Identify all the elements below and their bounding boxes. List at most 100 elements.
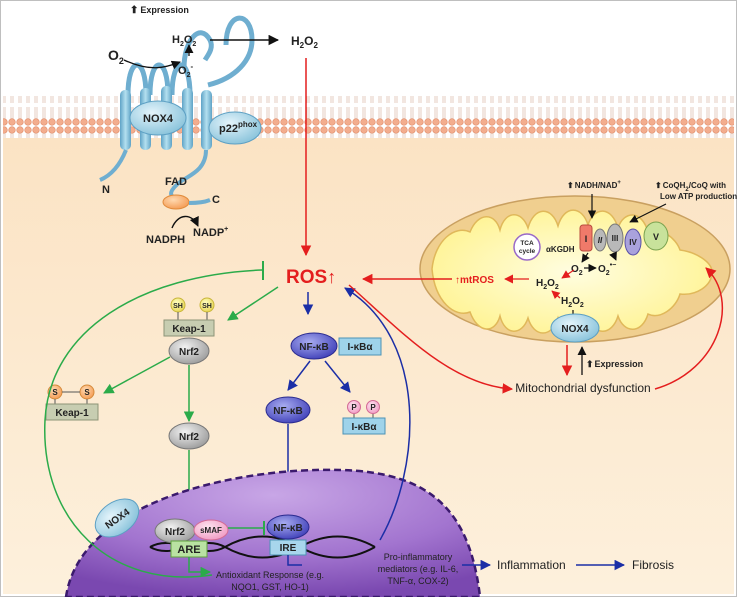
tca-label-2: cycle <box>519 248 536 255</box>
nadp-label: NADP+ <box>193 226 228 239</box>
are-to-antioxidant-arrow <box>188 557 212 578</box>
keap1-oxidized-label: Keap-1 <box>55 408 89 419</box>
p-node-2 <box>366 400 380 414</box>
mito-o2-label: O2 <box>571 264 583 277</box>
nadh-up-icon: ⬆ <box>567 181 574 190</box>
mitochondrion: ⬆NADH/NAD+ ⬆CoQH2/CoQ with Low ATP produ… <box>419 180 737 343</box>
nrf2-free-label: Nrf2 <box>179 432 199 443</box>
keap1-nrf2-pathway: SH SH Keap-1 Nrf2 S S Keap-1 Nrf2 <box>45 286 279 521</box>
ikba-phosphorylation-arrow <box>324 360 351 393</box>
keap1-box <box>163 319 215 337</box>
nfkb-to-ros-feedback <box>344 287 411 541</box>
fad-label: FAD <box>165 176 187 188</box>
nrf2-bound-label: Nrf2 <box>179 347 199 358</box>
ire-label: IRE <box>280 543 297 554</box>
tca-cycle-node <box>513 233 541 261</box>
nox4-membrane-label: NOX4 <box>143 113 174 125</box>
o2-label: O2 <box>108 47 124 66</box>
mito-expression-label: ⬆Expression <box>586 359 643 369</box>
antioxidant-line2: NQO1, GST, HO-1) <box>231 582 309 592</box>
nrf2-nuclear-label: Nrf2 <box>165 527 185 538</box>
smaf-node <box>193 519 229 541</box>
p22phox-label: p22phox <box>219 120 258 135</box>
nox4-helix-4 <box>182 88 193 150</box>
akgdh-label: αKGDH <box>546 245 575 254</box>
antioxidant-inhibits-ros <box>44 269 263 578</box>
keap1-oxidation-arrow <box>103 356 171 394</box>
mito-nox4-node <box>550 313 600 343</box>
ros-label: ROS↑ <box>286 267 336 288</box>
p22phox-node <box>208 111 262 145</box>
sh-label-2: SH <box>202 303 212 310</box>
s-label-1: S <box>52 388 58 397</box>
h2o2-outer-label: H2O2 <box>291 34 318 50</box>
complex-iii-label: III <box>612 234 619 243</box>
nox4-nuclear-node <box>94 498 140 538</box>
nucleus: NOX4 Nrf2 sMAF ARE NF-κB IRE Antioxidant… <box>64 468 482 597</box>
plasma-membrane <box>3 96 734 138</box>
tca-label-1: TCA <box>520 240 534 247</box>
c-terminus-label: C <box>212 194 220 206</box>
ikba-phospho-label: I-κBα <box>351 422 377 433</box>
keap1-label: Keap-1 <box>172 324 206 335</box>
nadph-conversion-arrow <box>171 215 199 229</box>
smaf-label: sMAF <box>200 526 222 535</box>
nfkb-bound-label: NF-κB <box>299 342 328 353</box>
membrane-expression-label: ⬆Expression <box>130 5 189 16</box>
dysfunction-to-mito-feedback <box>654 267 723 390</box>
nfkb-free-label: NF-κB <box>273 406 302 417</box>
p-node-1 <box>347 400 361 414</box>
ikba-phospho-box <box>342 417 386 435</box>
complex-ii <box>593 228 607 252</box>
h2o2-inner-label: H2O2 <box>172 34 196 48</box>
expression-up-icon: ⬆ <box>130 5 138 16</box>
p-label-2: P <box>370 403 376 412</box>
coq-label-2: Low ATP production <box>660 192 737 201</box>
antioxidant-line1: Antioxidant Response (e.g. <box>216 570 324 580</box>
complex-i <box>579 224 593 252</box>
ros-to-dysfunction-arrow <box>348 284 514 394</box>
proinflam-line2: mediators (e.g. IL-6, <box>378 564 459 574</box>
mito-superoxide-label: O2•− <box>598 262 616 277</box>
fibrosis-label: Fibrosis <box>632 558 674 572</box>
ros-to-keap1-arrow <box>227 286 279 321</box>
ros-up-icon: ↑ <box>327 267 336 287</box>
nadh-label: ⬆NADH/NAD+ <box>567 180 621 190</box>
coq-to-complex-arrow <box>629 203 667 223</box>
complex-ii-label: II <box>598 236 603 245</box>
o2-to-superoxide-arrow <box>123 59 181 70</box>
nox4-helix-1 <box>120 90 131 150</box>
complex-iv-label: IV <box>629 238 637 247</box>
nfkb-pathway: NF-κB I-κBα NF-κB P P I-κBα <box>265 292 386 515</box>
coq-up-icon: ⬆ <box>655 181 662 190</box>
nfkb-free-node <box>265 396 311 424</box>
ikba-bound-box <box>338 337 382 356</box>
nfkb-nuclear-label: NF-κB <box>273 523 302 534</box>
nfkb-bound-node <box>290 332 338 360</box>
nadph-label: NADPH <box>146 234 185 246</box>
superoxide-label: O2- <box>178 62 193 79</box>
are-label: ARE <box>177 544 200 556</box>
membrane-nox4-complex: NOX4 p22phox N FAD C NADPH NADP+ <box>99 15 262 246</box>
nrf2-free-node <box>168 422 210 450</box>
complex-v-label: V <box>653 232 659 242</box>
mtros-up-icon: ↑ <box>455 275 460 286</box>
nrf2-bound-node <box>168 337 210 365</box>
ikba-bound-label: I-κBα <box>347 342 373 353</box>
fad-node <box>162 194 190 210</box>
proinflam-line3: TNF-α, COX-2) <box>387 576 448 586</box>
nfkb-release-arrow <box>287 360 311 391</box>
coq-label-1: ⬆CoQH2/CoQ with <box>655 181 726 193</box>
p-label-1: P <box>351 403 357 412</box>
mito-h2o2-label: H2O2 <box>536 278 559 291</box>
s-label-2: S <box>84 388 90 397</box>
complex-v <box>643 221 669 251</box>
nox4-membrane-node <box>129 100 187 136</box>
n-terminus-label: N <box>102 184 110 196</box>
inflammation-label: Inflammation <box>497 558 566 572</box>
proinflam-line1: Pro-inflammatory <box>384 552 453 562</box>
mito-dysfunction-label: Mitochondrial dysfunction <box>515 381 650 395</box>
mtros-label: ↑mtROS <box>455 275 494 286</box>
